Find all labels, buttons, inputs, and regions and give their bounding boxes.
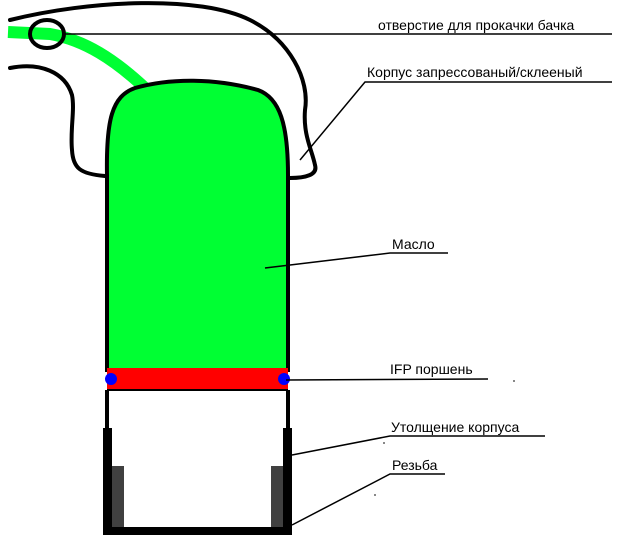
thread-right [271, 466, 283, 533]
leader-ifp [285, 378, 489, 381]
leader-oil [264, 252, 448, 269]
label-housing: Корпус запрессованый/склееный [367, 64, 583, 80]
thread-left [112, 466, 124, 533]
label-housing-thickening: Утолщение корпуса [391, 419, 519, 435]
label-ifp-piston: IFP поршень [390, 361, 473, 377]
thickening-left [103, 428, 112, 533]
leader-thickening [291, 435, 545, 456]
thickening-right [283, 428, 292, 533]
label-tank-hole: отверстие для прокачки бачка [378, 17, 575, 33]
bottom-cap [103, 527, 292, 535]
leader-thread [291, 473, 445, 526]
label-oil: Масло [392, 236, 435, 252]
ifp-piston [107, 368, 288, 390]
oil-chamber [104, 78, 290, 372]
speck [513, 380, 515, 382]
shell-top-curve [8, 1, 318, 180]
seal-left-icon [105, 373, 117, 385]
label-thread: Резьба [392, 457, 438, 473]
speck [383, 442, 385, 444]
leader-housing [299, 81, 612, 161]
pump-hose [7, 26, 150, 93]
seal-right-icon [278, 373, 290, 385]
shell-left-curve [8, 64, 107, 178]
lower-body [105, 390, 290, 430]
speck [374, 494, 376, 496]
leader-lines [64, 33, 612, 526]
housing-shell [8, 1, 318, 180]
